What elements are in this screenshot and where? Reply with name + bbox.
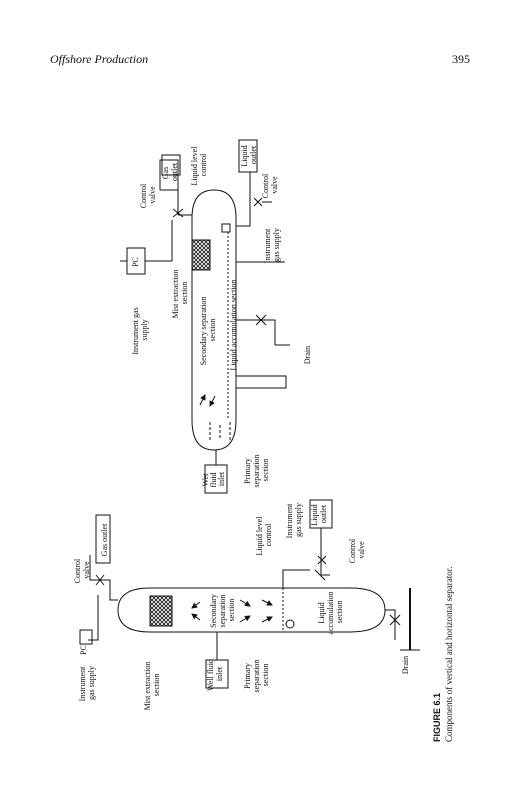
svg-text:Liquid outlet: Liquid outlet: [240, 143, 258, 166]
vertical-separator: [79, 499, 420, 689]
v-igs2-2: gas supply: [294, 503, 303, 537]
v-primary-1: Primary: [243, 663, 252, 689]
v-cv2-1: Control: [348, 538, 357, 563]
h-cv-label-2: valve: [148, 186, 157, 204]
v-gas-outlet: Gas outlet: [100, 523, 109, 556]
h-primary-3: section: [261, 459, 270, 482]
v-gas-outlet-box: [95, 514, 111, 564]
v-secondary-1: Secondary: [209, 594, 218, 628]
v-igs-2: gas supply: [87, 666, 96, 700]
v-cv-1: Control: [73, 558, 82, 583]
svg-text:Control valve: Control valve: [139, 182, 157, 208]
h-llc-1: Liquid level: [190, 146, 199, 186]
h-gas-outlet-1: Gas: [161, 167, 170, 179]
v-wfi-1: Well fluid: [206, 659, 215, 691]
h-wet-2: fluid: [209, 472, 218, 487]
svg-text:Wet fluid inlet: Wet fluid inlet: [201, 470, 226, 487]
v-cv-2: valve: [82, 561, 91, 579]
h-igs2-2: gas supply: [272, 228, 281, 262]
svg-text:Well fluid inlet: Well fluid inlet: [206, 657, 224, 691]
v-wfi-2: inlet: [215, 666, 224, 681]
mist-extractor-pad: [191, 239, 211, 271]
gas-outlet-box: [159, 159, 179, 191]
v-llc-1: Liquid level: [255, 516, 264, 556]
v-pc: PC: [79, 645, 88, 655]
v-llc-2: control: [264, 523, 273, 546]
h-wet-1: Wet: [201, 473, 210, 486]
svg-text:Gas outlet: Gas outlet: [161, 162, 179, 181]
vertical-labels: Instrument gas supply PC Control valve G…: [73, 502, 410, 711]
h-liquid-outlet-2: outlet: [249, 145, 258, 164]
v-mist-2: section: [152, 674, 161, 697]
page-number: 395: [452, 52, 470, 66]
v-primary-2: separation: [252, 660, 261, 693]
running-title: Offshore Production: [50, 52, 149, 66]
h-mist-label-1: Mist extraction: [171, 270, 180, 319]
h-wet-3: inlet: [217, 471, 226, 486]
v-la-3: section: [335, 601, 344, 624]
horizontal-labels: Instrument gas supply PC Mist extraction…: [131, 143, 312, 488]
v-igs-1: Instrument: [78, 666, 87, 701]
h-cv-label-1: Control: [139, 183, 148, 208]
v-cv2-2: valve: [357, 541, 366, 559]
svg-text:Instrument gas supply: Instrument gas supply: [263, 227, 281, 264]
horizontal-separator: [120, 139, 290, 494]
h-liquid-outlet-1: Liquid: [240, 145, 249, 166]
svg-text:Liquid level control: Liquid level control: [190, 145, 208, 186]
v-lo-1: Liquid: [310, 504, 319, 525]
svg-text:Instrument gas supply: Instrument gas supply: [78, 665, 96, 702]
svg-text:Liquid outlet: Liquid outlet: [310, 502, 328, 525]
v-la-1: Liquid: [317, 602, 326, 623]
svg-text:Instrument gas supply: Instrument gas supply: [131, 305, 149, 354]
v-drain: Drain: [401, 656, 410, 674]
svg-text:Mist extraction section: Mist extraction section: [143, 660, 161, 711]
h-instrument-gas-label-1: Instrument gas: [131, 307, 140, 354]
v-primary-3: section: [261, 664, 270, 687]
v-mist-1: Mist extraction: [143, 662, 152, 711]
v-la-2: accumulation: [326, 591, 335, 634]
h-gas-outlet-2: outlet: [170, 162, 179, 181]
h-pc-label: PC: [131, 257, 140, 267]
v-igs2-1: Instrument: [285, 503, 294, 538]
svg-text:Mist extraction section: Mist extraction section: [171, 268, 189, 319]
v-lo-2: outlet: [319, 504, 328, 523]
horizontal-vessel: [191, 189, 237, 451]
svg-text:Instrument gas supply: Instrument gas supply: [285, 502, 303, 539]
svg-text:Control valve: Control valve: [261, 172, 279, 198]
svg-text:Control valve: Control valve: [73, 557, 91, 583]
svg-text:Secondary separation: Secondary separation section: [209, 592, 236, 628]
h-llc-2: control: [199, 153, 208, 176]
h-cv2-2: valve: [270, 176, 279, 194]
figure-caption: FIGURE 6.1 Components of vertical and ho…: [432, 567, 454, 742]
h-secondary-1: Secondary separation: [199, 297, 208, 366]
v-secondary-2: separation: [218, 595, 227, 628]
figure-caption-text: Components of vertical and horizontal se…: [444, 567, 454, 742]
h-instrument-gas-label-2: supply: [140, 319, 149, 340]
svg-text:Secondary separation sec: Secondary separation section: [199, 295, 217, 366]
h-liquid-accum: Liquid accumulation section: [229, 279, 238, 370]
v-mist-pad: [149, 595, 173, 627]
svg-text:Primary separation: Primary separation section: [243, 658, 270, 693]
h-igs2-1: Instrument: [263, 228, 272, 263]
svg-text:Liquid accumulation: Liquid accumulation section: [317, 589, 344, 634]
h-secondary-2: section: [208, 319, 217, 342]
h-mist-label-2: section: [180, 282, 189, 305]
h-primary-2: separation: [252, 455, 261, 488]
figure-number: FIGURE 6.1: [432, 693, 442, 742]
liquid-outlet-box: [238, 139, 258, 173]
svg-text:Control valve: Control valve: [348, 537, 366, 563]
h-cv2-1: Control: [261, 173, 270, 198]
h-drain: Drain: [303, 346, 312, 364]
svg-text:Liquid level control: Liquid level control: [255, 515, 273, 556]
svg-text:Primary separation: Primary separation section: [243, 453, 270, 488]
h-primary-1: Primary: [243, 458, 252, 484]
v-secondary-3: section: [227, 599, 236, 622]
